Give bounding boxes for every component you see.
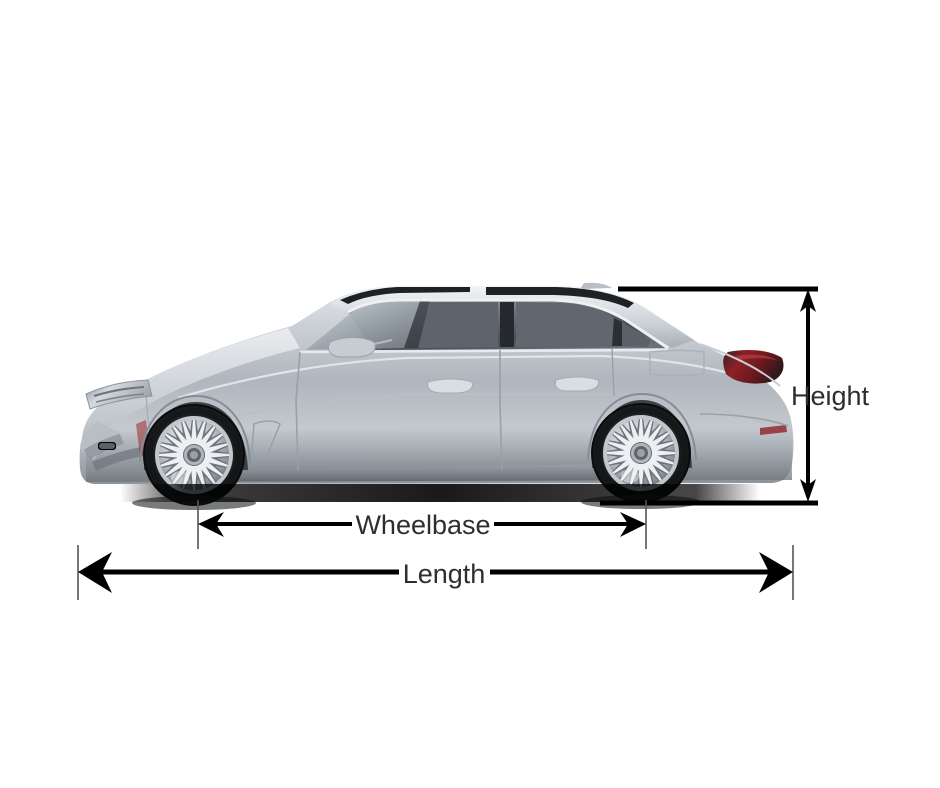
front-bumper: [80, 422, 144, 471]
lower-character-line: [217, 393, 767, 425]
front-door-handle: [427, 378, 473, 394]
rear-reflector: [760, 425, 787, 435]
front-wheel-arch: [139, 394, 251, 463]
wheelbase-label: Wheelbase: [355, 510, 490, 540]
roof-surface: [330, 286, 694, 348]
wheelbase-arrowhead-right: [620, 512, 646, 537]
upper-character-line: [177, 354, 761, 400]
headlight: [85, 379, 153, 410]
length-dimension: Length: [77, 545, 794, 600]
rear-quarter-shutline: [611, 347, 615, 397]
quarter-glass: [622, 322, 650, 347]
height-arrowhead-bottom: [800, 479, 816, 502]
front-rim-spokes: [155, 416, 233, 494]
window-chrome-trim: [347, 298, 669, 350]
rear-door-handle: [554, 376, 599, 392]
height-label: Height: [791, 381, 870, 411]
shark-fin-antenna: [580, 282, 612, 289]
height-arrowhead-top: [800, 289, 816, 312]
rear-wheel: [591, 403, 691, 503]
c-pillar: [612, 318, 622, 346]
car-illustration: [50, 282, 810, 518]
front-door-glass: [418, 302, 498, 348]
roof-rail-front: [340, 287, 470, 304]
rear-door-shutline: [499, 350, 503, 471]
rear-rim-spokes: [603, 415, 679, 491]
length-arrowhead-left: [78, 552, 112, 593]
contact-shadow-front: [132, 496, 256, 510]
hood-surface: [81, 328, 300, 454]
front-door-shutline: [295, 351, 301, 471]
b-pillar: [500, 302, 514, 347]
a-pillar: [404, 301, 430, 348]
side-mirror: [327, 337, 393, 358]
rear-door-glass: [516, 302, 614, 347]
fuel-filler-cap: [649, 349, 705, 377]
roof-rail-rear: [486, 287, 634, 308]
length-arrowhead-right: [759, 552, 793, 593]
rear-wheel-arch: [587, 392, 697, 461]
height-dimension: Height: [600, 286, 870, 506]
front-wheel: [143, 404, 245, 506]
length-label: Length: [403, 559, 486, 589]
wheelbase-arrowhead-left: [198, 512, 224, 537]
windshield: [306, 301, 420, 350]
rocker-panel: [230, 464, 622, 482]
rear-bumper-line: [699, 413, 789, 427]
front-fender-vent: [251, 420, 281, 460]
wheelbase-dimension: Wheelbase: [197, 500, 647, 549]
trunk-lid-line: [699, 343, 781, 387]
